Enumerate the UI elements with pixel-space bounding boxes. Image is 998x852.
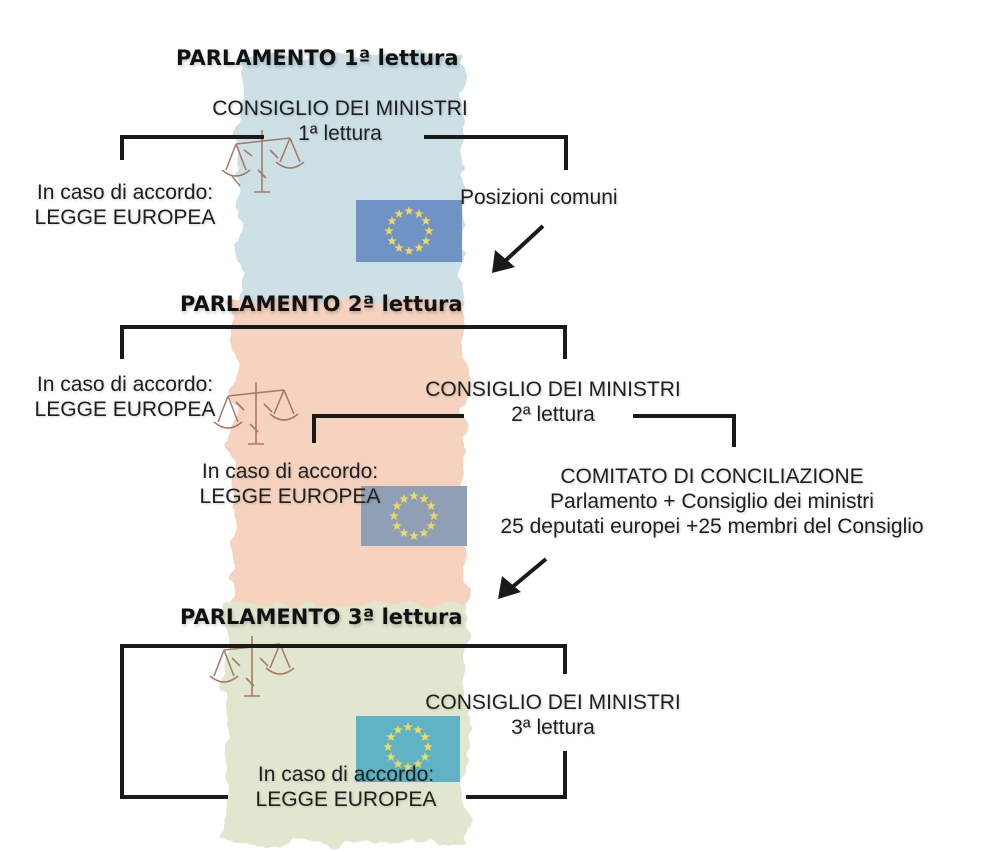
stage2-council-name: CONSIGLIO DEI MINISTRI: [425, 378, 681, 401]
stage1-agreement-result: LEGGE EUROPEA: [34, 206, 216, 229]
stage3-council-reading: 3ª lettura: [511, 716, 595, 739]
stage2-council-reading: 2ª lettura: [511, 403, 595, 426]
stage3-title: PARLAMENTO 3ª lettura: [180, 605, 463, 629]
stage2-council-bracket-left: [312, 414, 464, 443]
stage2-agreement: In caso di accordo: LEGGE EUROPEA: [8, 372, 242, 422]
stage2-bracket: [120, 325, 567, 359]
stage1-bracket-left: [120, 135, 264, 160]
conciliation-committee-parties: Parlamento + Consiglio dei ministri: [550, 490, 874, 513]
stage1-council-name: CONSIGLIO DEI MINISTRI: [212, 97, 468, 120]
conciliation-committee-members: 25 deputati europei +25 membri del Consi…: [500, 515, 924, 538]
stage1-agreement: In caso di accordo: LEGGE EUROPEA: [12, 180, 238, 230]
stage3-agreement-result: LEGGE EUROPEA: [255, 788, 437, 811]
stage2-agreement-result: LEGGE EUROPEA: [34, 398, 216, 421]
eu-flag-icon: [356, 716, 460, 782]
stage1-common-positions: Posizioni comuni: [460, 186, 618, 209]
stage3-council: CONSIGLIO DEI MINISTRI 3ª lettura: [378, 690, 728, 740]
conciliation-committee-name: COMITATO DI CONCILIAZIONE: [560, 465, 864, 488]
arrow-down-left-icon: [492, 224, 545, 273]
stage3-agreement: In caso di accordo: LEGGE EUROPEA: [222, 762, 470, 812]
stage3-bracket-left: [120, 644, 567, 799]
eu-flag-icon: [361, 486, 467, 546]
scales-of-justice-icon: [221, 130, 305, 193]
stage3-agreement-condition: In caso di accordo:: [257, 763, 435, 786]
stage2-council-agreement-result: LEGGE EUROPEA: [199, 485, 381, 508]
stage1-background: [238, 55, 463, 300]
stage1-council: CONSIGLIO DEI MINISTRI 1ª lettura: [172, 96, 508, 146]
stage1-title: PARLAMENTO 1ª lettura: [176, 46, 459, 70]
stage2-title: PARLAMENTO 2ª lettura: [180, 292, 463, 316]
stage1-council-reading: 1ª lettura: [298, 122, 382, 145]
stage1-agreement-condition: In caso di accordo:: [36, 181, 214, 204]
stage2-council: CONSIGLIO DEI MINISTRI 2ª lettura: [378, 377, 728, 427]
stage3-council-name: CONSIGLIO DEI MINISTRI: [425, 691, 681, 714]
stage2-council-agreement: In caso di accordo: LEGGE EUROPEA: [172, 459, 408, 509]
bracket-lines: [120, 135, 736, 799]
scales-of-justice-icon: [213, 382, 299, 445]
stage2-council-agreement-condition: In caso di accordo:: [201, 460, 379, 483]
stage2-background: [232, 300, 464, 605]
stage3-bracket-right: [466, 751, 567, 799]
conciliation-committee: COMITATO DI CONCILIAZIONE Parlamento + C…: [434, 464, 990, 539]
stage2-council-bracket-right: [633, 414, 736, 447]
stage1-bracket-right: [424, 135, 568, 170]
stage2-agreement-condition: In caso di accordo:: [36, 373, 214, 396]
arrow-down-left-icon: [498, 557, 548, 599]
eu-flag-icon: [356, 200, 462, 262]
